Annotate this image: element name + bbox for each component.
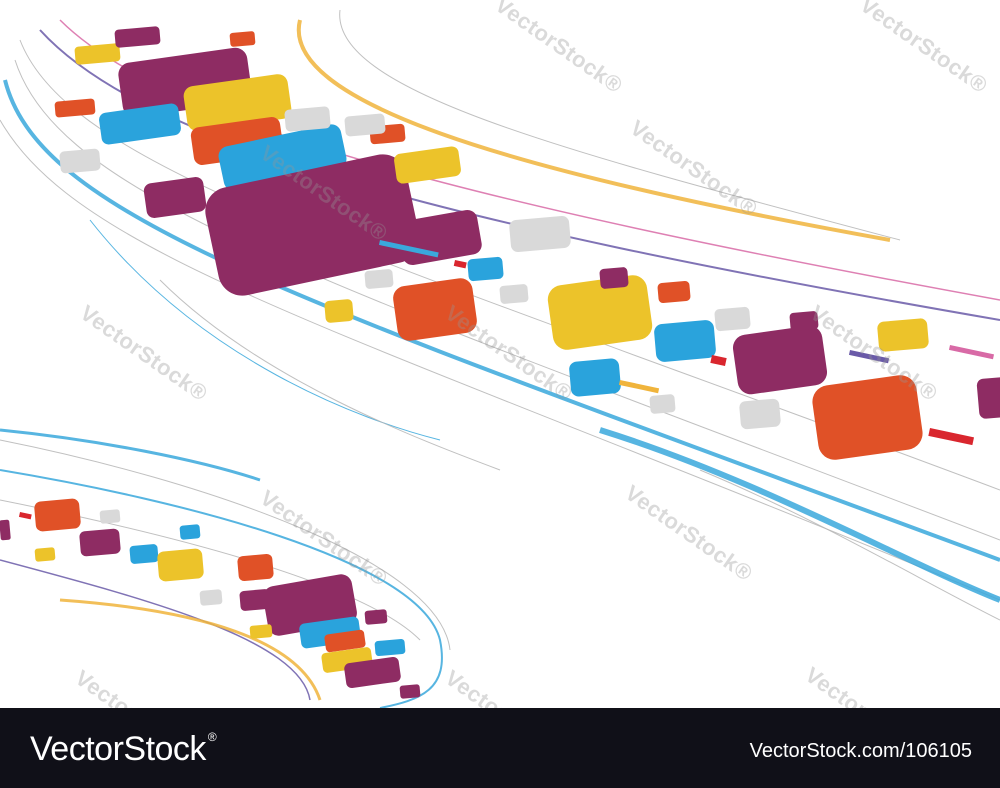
color-tile — [344, 113, 386, 137]
accent-dash — [710, 355, 727, 366]
color-tile — [364, 609, 388, 625]
color-tile — [569, 358, 621, 397]
color-tile — [812, 375, 923, 460]
color-tile — [976, 377, 1000, 419]
color-tile — [229, 31, 256, 47]
color-tile — [547, 275, 653, 350]
wave-line — [339, 9, 901, 241]
color-tile — [649, 394, 676, 414]
color-tile — [34, 498, 81, 532]
wave-line — [0, 469, 443, 708]
color-tile — [218, 124, 347, 191]
wave-line — [0, 119, 1000, 601]
wave-line — [296, 19, 891, 242]
color-tile — [714, 306, 751, 332]
color-tile — [143, 176, 207, 219]
accent-dash — [18, 512, 32, 520]
color-tile — [99, 103, 181, 145]
color-tile — [732, 325, 828, 395]
color-tile — [34, 547, 56, 562]
color-tile — [344, 657, 401, 688]
color-tile — [394, 146, 461, 184]
color-tile — [114, 26, 161, 48]
accent-dash — [948, 344, 995, 360]
color-tile — [237, 553, 274, 582]
color-tile — [657, 281, 691, 303]
color-tile — [467, 256, 504, 282]
color-tile — [399, 684, 421, 699]
abstract-wave-artwork — [0, 9, 1000, 708]
wave-line — [89, 219, 441, 441]
accent-dash — [378, 240, 439, 258]
wave-line — [0, 439, 451, 651]
color-tile — [739, 398, 781, 430]
color-tile — [0, 519, 11, 541]
color-tile — [79, 528, 121, 557]
color-tile — [205, 154, 420, 296]
wave-line — [0, 428, 261, 482]
registered-mark: ® — [207, 730, 217, 744]
color-tile — [599, 267, 629, 289]
color-tile — [284, 106, 331, 132]
footer-bar: VectorStock® VectorStock.com/106105 — [0, 708, 1000, 788]
accent-dash — [618, 380, 660, 394]
color-tile — [654, 320, 716, 362]
color-tile — [54, 98, 96, 118]
image-id: VectorStock.com/106105 — [749, 740, 972, 762]
color-tile — [393, 278, 477, 341]
wave-line — [699, 469, 1000, 621]
color-tile — [509, 216, 571, 252]
wave-line — [59, 598, 322, 701]
color-tile — [199, 589, 223, 606]
color-tile — [374, 638, 406, 657]
wave-tile-illustration — [0, 9, 1000, 708]
accent-dash — [848, 349, 890, 364]
color-tile — [157, 548, 204, 582]
color-tile — [99, 509, 121, 524]
logo-text: VectorStock — [30, 730, 206, 768]
wave-line — [599, 427, 1000, 603]
color-tile — [499, 284, 529, 304]
color-tile — [249, 624, 273, 639]
color-tile — [59, 148, 101, 174]
color-tile — [179, 524, 201, 540]
color-tile — [183, 74, 292, 131]
color-tile — [129, 544, 159, 564]
color-tile — [74, 43, 121, 65]
color-tile — [239, 589, 271, 611]
vectorstock-logo: VectorStock® — [30, 730, 217, 769]
color-tile — [364, 269, 394, 289]
color-tile — [877, 318, 929, 352]
color-tile — [789, 311, 819, 331]
color-tile — [324, 629, 366, 653]
accent-dash — [453, 260, 467, 269]
wave-line — [159, 279, 501, 471]
color-tile — [324, 299, 354, 323]
accent-dash — [928, 428, 975, 446]
